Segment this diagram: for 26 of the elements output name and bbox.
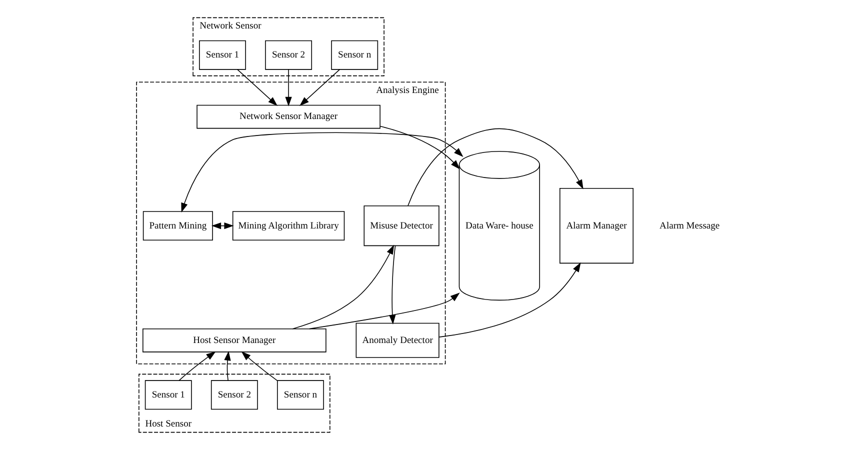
node-box: Sensor 1 [198, 40, 246, 70]
label: Alarm Message [659, 220, 720, 232]
node-box: Sensor 2 [210, 380, 258, 410]
node-box: Mining Algorithm Library [232, 211, 344, 241]
node-box: Pattern Mining [142, 211, 212, 241]
arrow [180, 132, 463, 213]
node-box: Sensor n [276, 380, 324, 410]
arrow [308, 292, 460, 330]
node-box: Alarm Manager [559, 188, 633, 264]
arrow [379, 126, 460, 170]
arrow [284, 69, 292, 106]
node-box: Host Sensor Manager [142, 328, 326, 352]
arrow [407, 128, 583, 206]
arrow [240, 351, 278, 381]
arrow [438, 262, 580, 338]
node-box: Sensor n [330, 40, 378, 70]
node-box: Network Sensor Manager [196, 104, 380, 129]
arrow [388, 245, 396, 324]
arrow [224, 350, 230, 381]
node-box: Sensor 1 [144, 380, 192, 410]
node-box: Misuse Detector [363, 206, 439, 246]
arrow [211, 222, 234, 230]
arrow [236, 69, 278, 106]
arrow [292, 244, 394, 330]
node-box: Anomaly Detector [355, 322, 439, 358]
node-box: Sensor 2 [264, 40, 312, 70]
